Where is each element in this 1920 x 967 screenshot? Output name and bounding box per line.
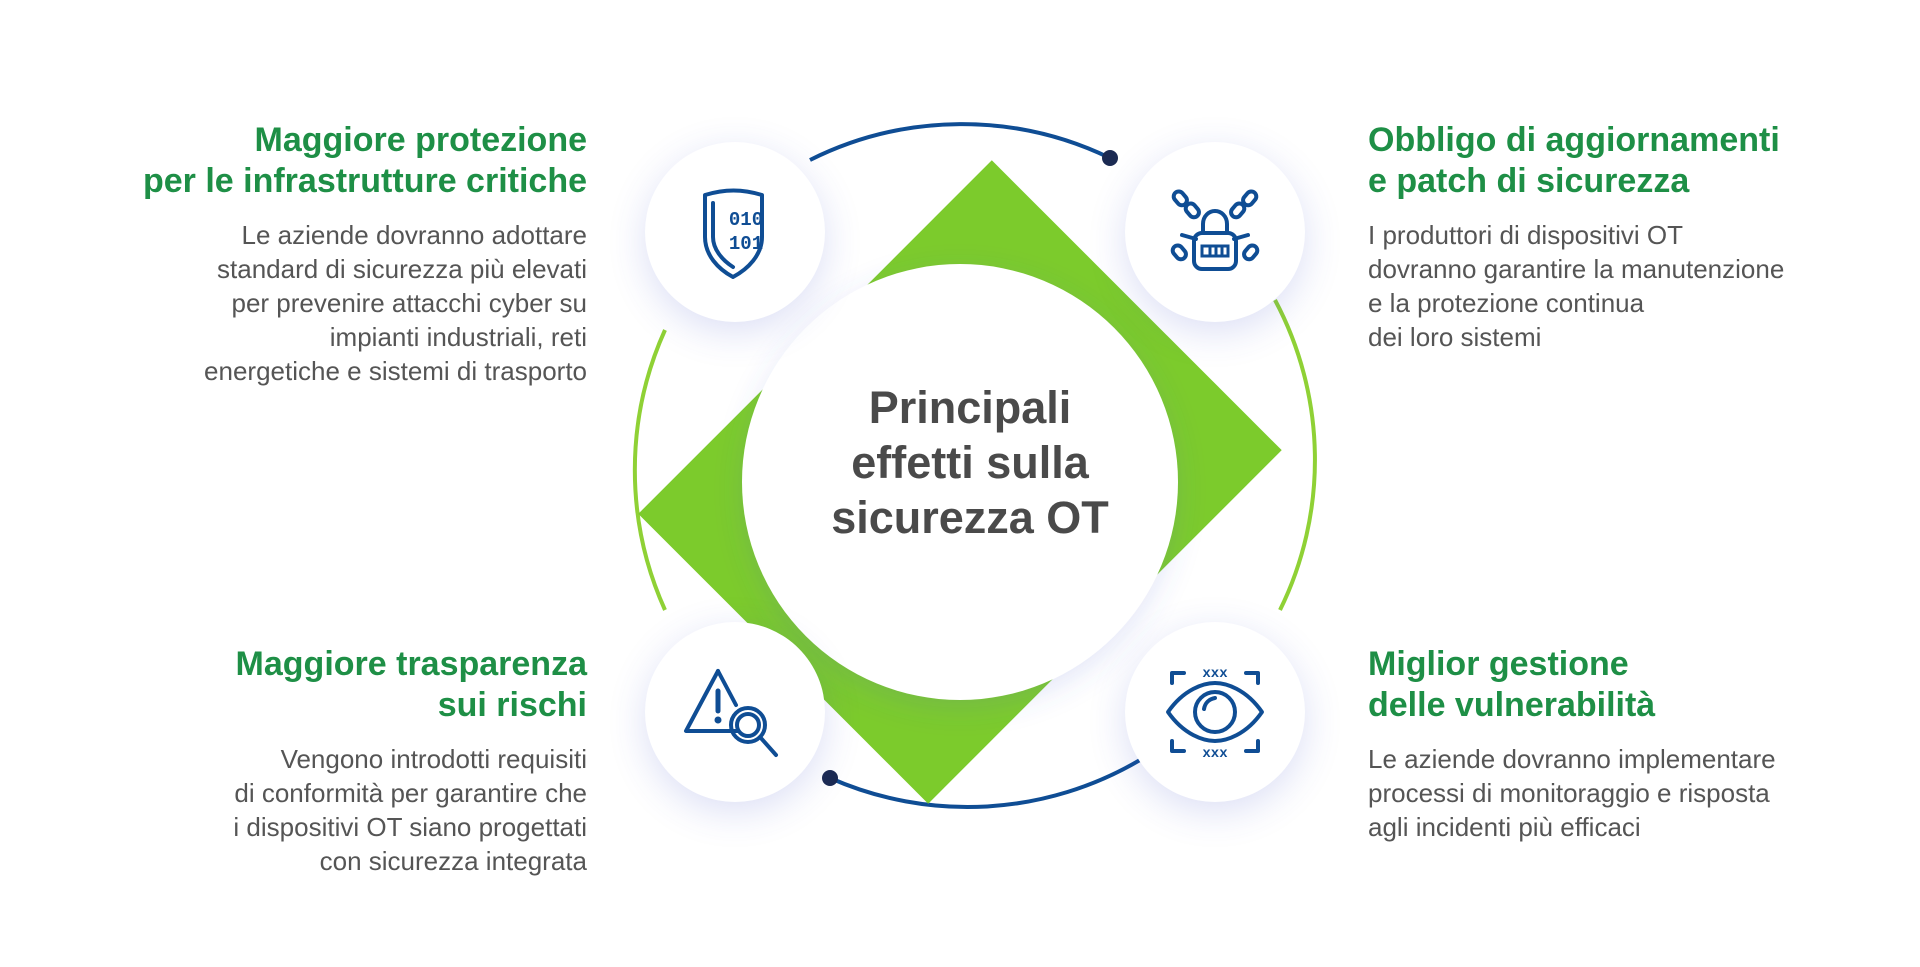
effect-heading: Maggiore trasparenza sui rischi (67, 644, 587, 726)
effect-description-line: standard di sicurezza più elevati (217, 254, 587, 284)
effect-block-protection: Maggiore protezione per le infrastruttur… (67, 120, 587, 388)
effect-heading-line: Maggiore protezione (254, 121, 587, 159)
eye-scan-icon-circle: xxx xxx (1125, 622, 1305, 802)
center-title-line: Principali (868, 382, 1072, 433)
effect-description-line: di conformità per garantire che (234, 778, 587, 808)
effect-heading-line: delle vulnerabilità (1368, 686, 1656, 724)
effect-block-updates: Obbligo di aggiornamenti e patch di sicu… (1368, 120, 1888, 354)
effect-description: I produttori di dispositivi OT dovranno … (1368, 218, 1888, 354)
eye-scan-icon: xxx xxx (1166, 666, 1264, 762)
shield-binary-icon: 010 101 (703, 188, 764, 279)
effect-block-vulnerabilities: Miglior gestione delle vulnerabilità Le … (1368, 644, 1888, 844)
effect-description-line: e la protezione continua (1368, 288, 1645, 318)
effect-description-line: dovranno garantire la manutenzione (1368, 254, 1785, 284)
arc-left (632, 329, 667, 611)
eye-marks-bottom: xxx (1202, 746, 1228, 762)
center-title: Principali effetti sulla sicurezza OT (770, 380, 1170, 545)
effect-description-line: con sicurezza integrata (319, 846, 587, 876)
shield-code-top: 010 (729, 209, 763, 231)
effect-heading-line: Maggiore trasparenza (235, 645, 587, 683)
center-title-line: sicurezza OT (831, 492, 1109, 543)
effect-description-line: impianti industriali, reti (329, 322, 587, 352)
effect-block-transparency: Maggiore trasparenza sui rischi Vengono … (67, 644, 587, 878)
effect-description: Le aziende dovranno adottare standard di… (67, 218, 587, 388)
effect-description-line: Le aziende dovranno adottare (241, 220, 588, 250)
effect-heading: Obbligo di aggiornamenti e patch di sicu… (1368, 120, 1888, 202)
arc-top-endpoint-dot (1102, 150, 1118, 166)
effect-heading: Miglior gestione delle vulnerabilità (1368, 644, 1888, 726)
arc-right (1273, 299, 1317, 611)
arc-top (809, 122, 1111, 162)
effect-description-line: Le aziende dovranno implementare (1368, 744, 1776, 774)
chain-padlock-icon (1170, 189, 1260, 271)
warning-magnifier-icon (684, 669, 778, 757)
center-circle (742, 264, 1178, 700)
effect-description-line: per prevenire attacchi cyber su (231, 288, 587, 318)
effect-heading-line: sui rischi (437, 686, 587, 724)
effect-description-line: Vengono introdotti requisiti (280, 744, 587, 774)
eye-marks-top: xxx (1202, 666, 1228, 682)
effect-heading-line: Miglior gestione (1368, 645, 1629, 683)
shield-binary-icon-circle: 010 101 (645, 142, 825, 322)
effect-description-line: I produttori di dispositivi OT (1368, 220, 1684, 250)
effect-heading-line: e patch di sicurezza (1368, 162, 1690, 200)
arc-bottom (829, 758, 1142, 810)
shield-code-bottom: 101 (729, 233, 763, 255)
effect-description-line: agli incidenti più efficaci (1368, 812, 1641, 842)
effect-description-line: i dispositivi OT siano progettati (233, 812, 587, 842)
effect-heading: Maggiore protezione per le infrastruttur… (67, 120, 587, 202)
effect-description-line: dei loro sistemi (1368, 322, 1542, 352)
effect-description-line: processi di monitoraggio e risposta (1368, 778, 1770, 808)
effect-heading-line: Obbligo di aggiornamenti (1368, 121, 1780, 159)
effect-description: Vengono introdotti requisiti di conformi… (67, 742, 587, 878)
center-title-line: effetti sulla (851, 437, 1089, 488)
warning-magnifier-icon-circle (645, 622, 825, 802)
arc-bottom-endpoint-dot (822, 770, 838, 786)
effect-description-line: energetiche e sistemi di trasporto (204, 356, 587, 386)
effect-description: Le aziende dovranno implementare process… (1368, 742, 1888, 844)
chain-padlock-icon-circle (1125, 142, 1305, 322)
effect-heading-line: per le infrastrutture critiche (142, 162, 587, 200)
